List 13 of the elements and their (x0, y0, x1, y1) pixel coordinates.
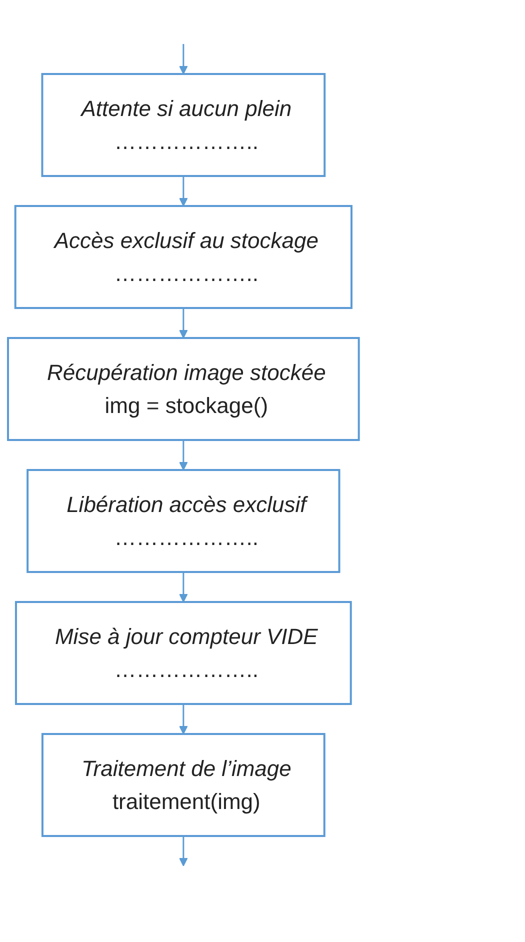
arrow (179, 704, 188, 734)
arrow (179, 440, 188, 470)
arrow (179, 836, 188, 866)
node-box: Récupération image stockée img = stockage() (7, 337, 360, 441)
node-box: Attente si aucun plein ……………….. (41, 73, 326, 177)
arrow (179, 44, 188, 74)
node-box: Libération accès exclusif ……………….. (26, 469, 340, 573)
arrow (179, 308, 188, 338)
arrow (179, 176, 188, 206)
node-box: Accès exclusif au stockage ……………….. (14, 205, 352, 309)
node-box: Mise à jour compteur VIDE ……………….. (14, 601, 352, 705)
node-box: Traitement de l’image traitement(img) (41, 733, 326, 837)
arrow (179, 572, 188, 602)
